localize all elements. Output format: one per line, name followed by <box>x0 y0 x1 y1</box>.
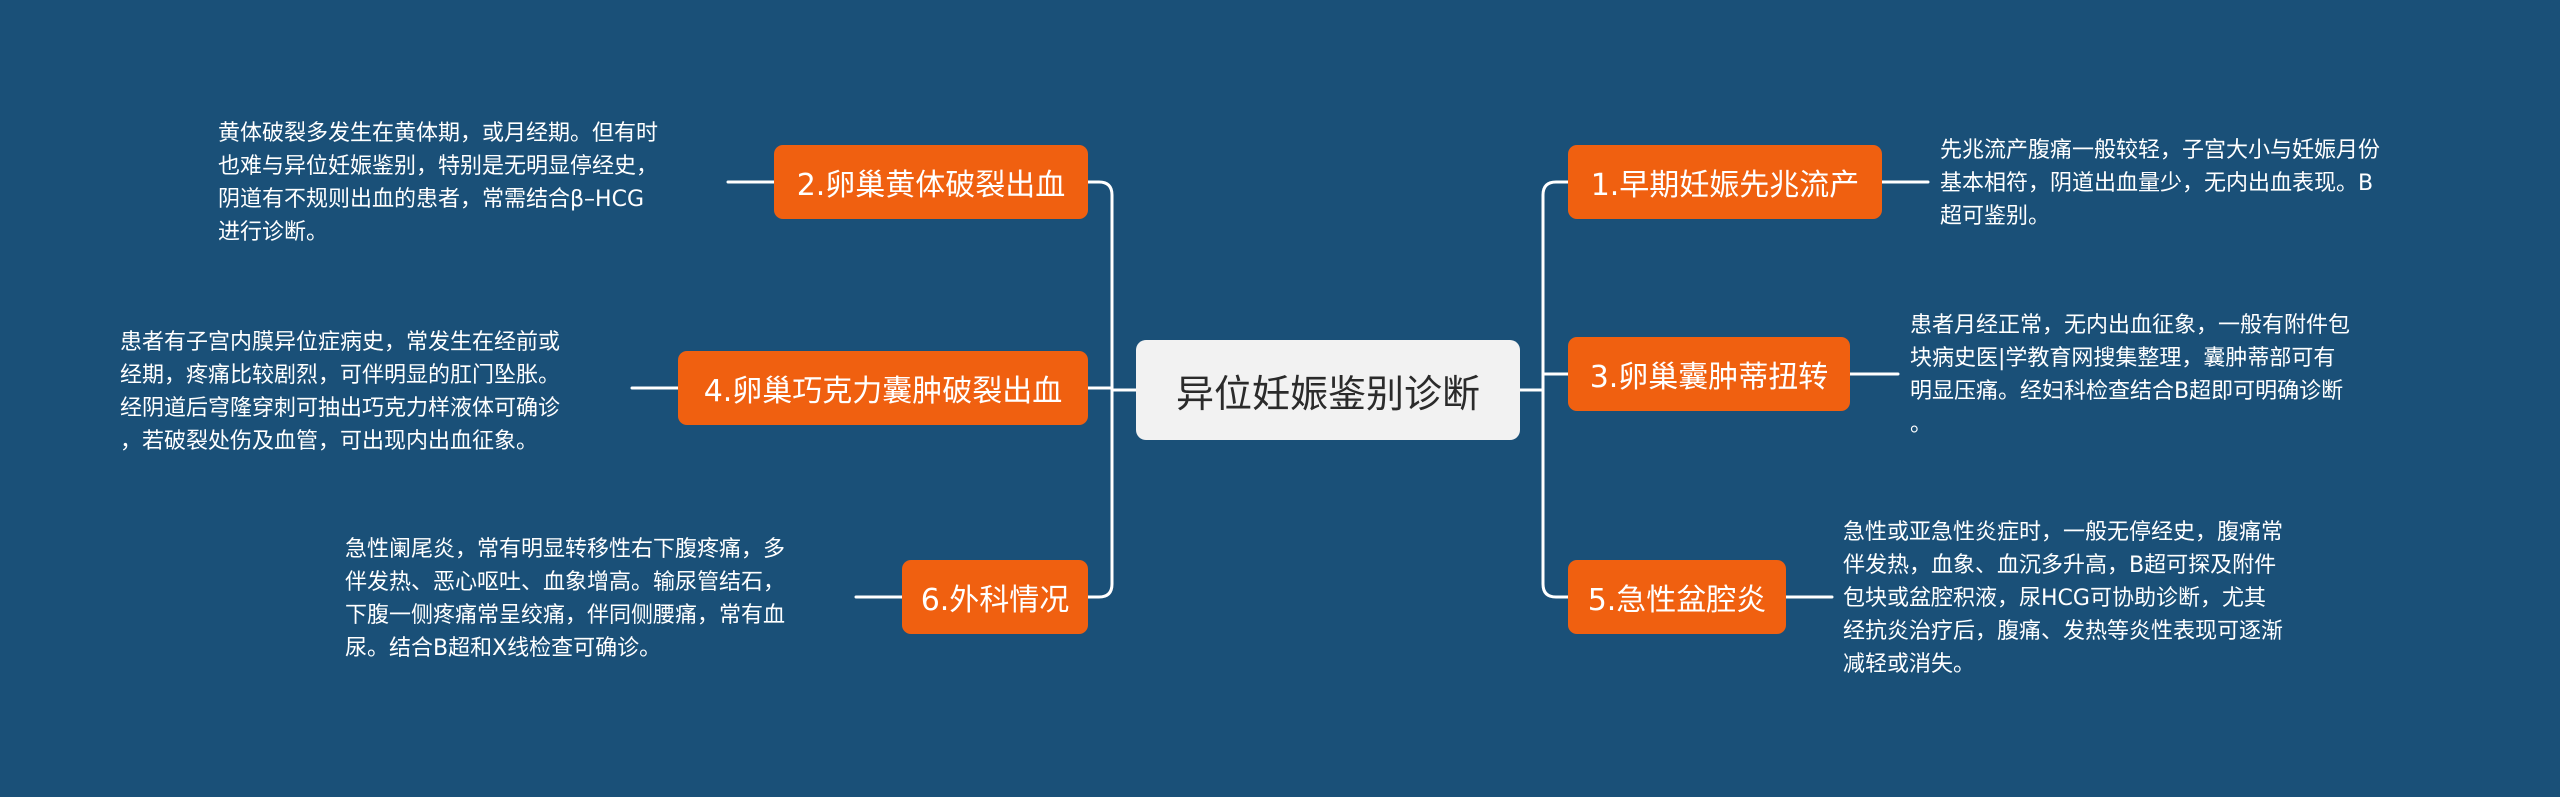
detail-corpus-luteum: 黄体破裂多发生在黄体期，或月经期。但有时 也难与异位妊娠鉴别，特别是无明显停经史… <box>218 121 659 245</box>
branch-early-pregnancy-threatened-abortion[interactable]: 1.早期妊娠先兆流产 <box>1568 145 1882 219</box>
branch-surgical-conditions[interactable]: 6.外科情况 <box>902 560 1088 634</box>
detail-early-pregnancy: 先兆流产腹痛一般较轻，子宫大小与妊娠月份 基本相符，阴道出血量少，无内出血表现。… <box>1940 138 2381 229</box>
branch-ovarian-corpus-luteum-rupture[interactable]: 2.卵巢黄体破裂出血 <box>774 145 1088 219</box>
central-topic[interactable]: 异位妊娠鉴别诊断 <box>1136 340 1520 440</box>
detail-pelvic-inflammation: 急性或亚急性炎症时，一般无停经史，腹痛常 伴发热，血象、血沉多升高，B超可探及附… <box>1843 520 2284 677</box>
branch-acute-pelvic-inflammation[interactable]: 5.急性盆腔炎 <box>1568 560 1786 634</box>
detail-surgical-conditions: 急性阑尾炎，常有明显转移性右下腹疼痛，多 伴发热、恶心呕吐、血象增高。输尿管结石… <box>345 537 786 661</box>
detail-chocolate-cyst: 患者有子宫内膜异位症病史，常发生在经前或 经期，疼痛比较剧烈，可伴明显的肛门坠胀… <box>120 330 561 454</box>
detail-ovarian-cyst-torsion: 患者月经正常，无内出血征象，一般有附件包 块病史医|学教育网搜集整理，囊肿蒂部可… <box>1910 313 2351 437</box>
branch-ovarian-cyst-torsion[interactable]: 3.卵巢囊肿蒂扭转 <box>1568 337 1850 411</box>
branch-ovarian-chocolate-cyst-rupture[interactable]: 4.卵巢巧克力囊肿破裂出血 <box>678 351 1088 425</box>
connector-line <box>1541 180 1570 599</box>
connector-lines <box>630 180 1930 599</box>
